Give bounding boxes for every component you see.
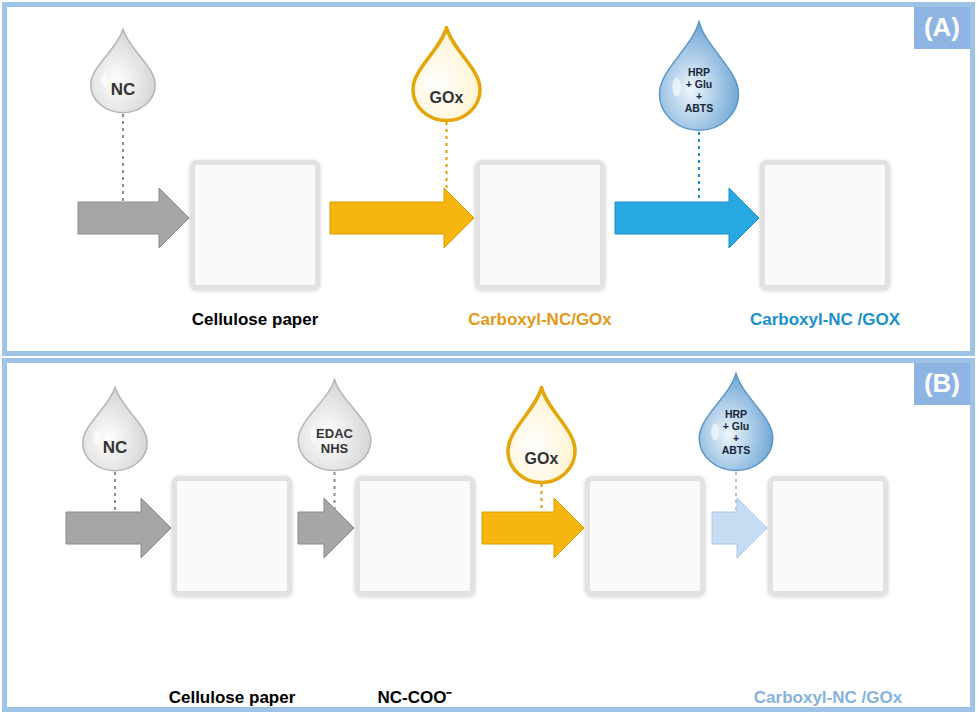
block-arrow bbox=[712, 472, 767, 558]
block-arrow bbox=[78, 114, 189, 248]
paper-square: Cellulose paper bbox=[190, 160, 320, 290]
drop-shape bbox=[410, 26, 483, 122]
paper-square: Cellulose paper bbox=[172, 476, 292, 596]
reagent-drop: HRP + Glu + ABTS bbox=[696, 372, 776, 472]
paper-caption: Cellulose paper bbox=[192, 309, 319, 331]
panel-tag: (A) bbox=[914, 7, 970, 49]
reagent-drop: NC bbox=[80, 386, 150, 472]
paper-square: Carboxyl-NC/GOx bbox=[475, 160, 605, 290]
paper-square: Carboxyl-NC /GOX bbox=[760, 160, 890, 290]
drop-label: HRP + Glu + ABTS bbox=[685, 66, 714, 114]
block-arrow bbox=[298, 472, 354, 558]
paper-square: NC-COO⁻ bbox=[355, 476, 475, 596]
paper-caption: Carboxyl-NC /GOX bbox=[750, 309, 900, 331]
panel-frame: (B)NCCellulose paperEDAC NHSNC-COO⁻GOxHR… bbox=[2, 358, 975, 712]
paper-caption: Cellulose paper bbox=[169, 687, 296, 709]
drop-shape bbox=[505, 386, 578, 484]
drop-label: NC bbox=[103, 438, 128, 458]
paper-caption: NC-COO⁻ bbox=[378, 687, 453, 709]
drop-label: NC bbox=[111, 80, 136, 100]
block-arrow bbox=[66, 472, 171, 558]
paper-caption: Carboxyl-NC/GOx bbox=[468, 309, 612, 331]
reagent-drop: HRP + Glu + ABTS bbox=[656, 20, 742, 132]
paper-caption: Carboxyl-NC /GOx bbox=[754, 687, 902, 709]
drop-shape bbox=[88, 28, 158, 114]
drop-label: EDAC NHS bbox=[316, 427, 353, 457]
paper-square bbox=[585, 476, 705, 596]
panel-frame: (A) NC Cellulose paper GOxCarboxyl-NC/GOx HR… bbox=[2, 2, 975, 356]
drop-shape bbox=[295, 378, 374, 472]
drop-shape bbox=[80, 386, 150, 472]
panel-tag: (B) bbox=[914, 363, 970, 405]
reagent-drop: EDAC NHS bbox=[295, 378, 374, 472]
reagent-drop: GOx bbox=[410, 26, 483, 122]
drop-label: GOx bbox=[525, 450, 559, 468]
reagent-drop: GOx bbox=[505, 386, 578, 484]
block-arrow bbox=[615, 132, 759, 248]
paper-square: Carboxyl-NC /GOx bbox=[768, 476, 888, 596]
reagent-drop: NC bbox=[88, 28, 158, 114]
drop-label: HRP + Glu + ABTS bbox=[722, 408, 751, 456]
block-arrow bbox=[482, 484, 584, 558]
drop-label: GOx bbox=[430, 89, 464, 107]
block-arrow bbox=[330, 122, 474, 248]
